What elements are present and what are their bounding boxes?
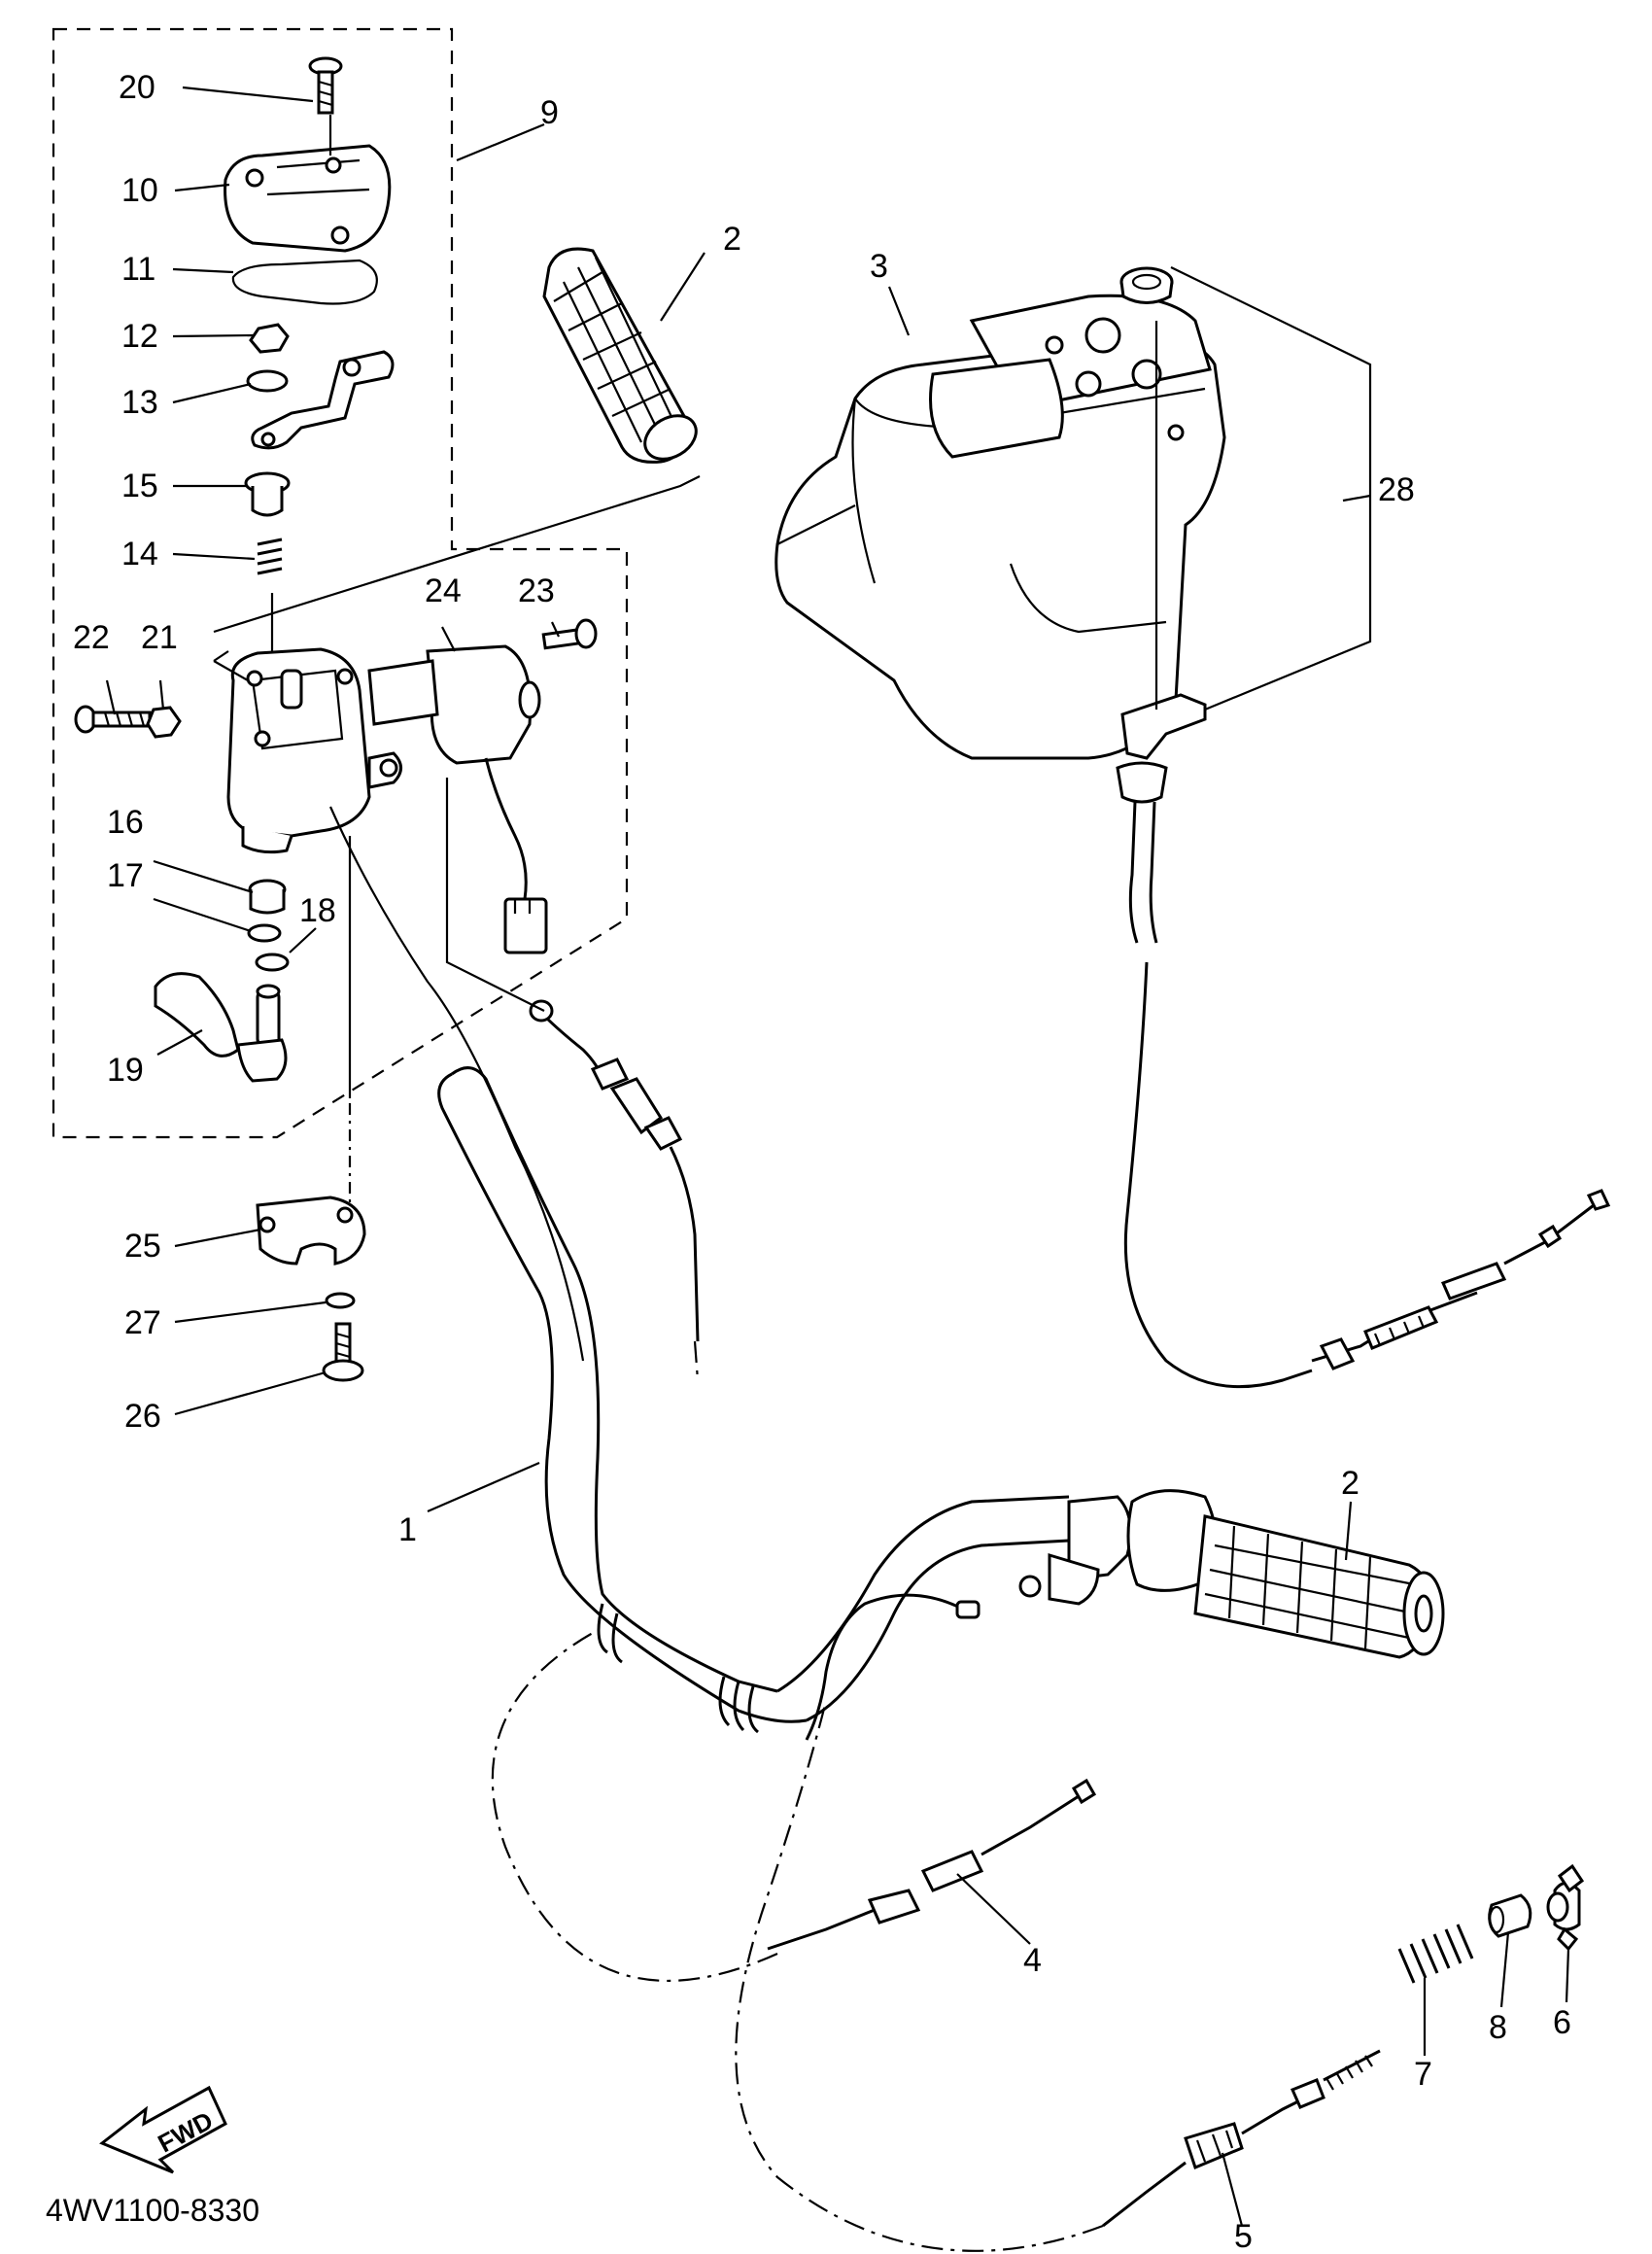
part-4-cable [767,1778,1097,1951]
callout-7: 7 [1414,2056,1432,2093]
part-7-spring [1397,1924,1474,1984]
reference-lines [213,115,1158,1362]
callout-2-upper: 2 [723,221,741,258]
callout-3: 3 [870,248,888,285]
callout-24: 24 [425,572,462,609]
callout-10: 10 [121,172,158,209]
throttle-cable-left [529,999,700,1342]
callout-9: 9 [540,94,559,131]
right-holder-cable [805,1593,963,1741]
routing-line-upper [693,1340,700,1381]
routing-line-4 [491,1632,778,1982]
routing-line-5 [735,1700,1104,2252]
callout-8: 8 [1489,2009,1507,2046]
part-24-switch [367,644,548,954]
callout-6: 6 [1553,2004,1571,2041]
part-13-lever [246,350,395,450]
part-28-cap [1119,266,1174,304]
part-19-throttle-lever [154,972,288,1083]
callout-19: 19 [107,1052,144,1089]
callout-28: 28 [1378,471,1415,508]
callout-18: 18 [299,892,336,929]
callout-4: 4 [1023,1942,1042,1979]
right-lever-holder [1018,1495,1132,1606]
callout-16: 16 [107,804,144,841]
callout-15: 15 [121,468,158,504]
part-16-collar [248,879,287,915]
callout-5: 5 [1234,2218,1253,2254]
part-5-cable [1102,2049,1381,2228]
throttle-housing-body [226,647,402,854]
part-23-screw [541,618,598,650]
leader-lines [105,86,1570,2227]
callout-26: 26 [124,1398,161,1435]
callout-11: 11 [121,251,155,288]
callout-23: 23 [518,572,555,609]
part-10-cover [224,144,392,253]
part-2-grip-upper [542,247,698,464]
callout-22: 22 [73,619,110,656]
part-2-grip-right [1126,1489,1445,1659]
callout-21: 21 [141,619,178,656]
callout-1: 1 [398,1511,417,1548]
diagram-code: 4WV1100-8330 [46,2193,259,2228]
callout-27: 27 [124,1304,161,1341]
callout-25: 25 [124,1228,161,1265]
part-1-handlebar [437,1066,1070,1734]
part-12-nut [249,323,290,354]
throttle-cable-right [1123,961,1611,1389]
part-27-washer [325,1292,356,1309]
part-20-screw [308,56,343,115]
callout-14: 14 [121,536,158,572]
part-6-wing-nut [1546,1863,1585,1952]
part-14-spring [257,537,283,575]
part-8-collar [1488,1893,1532,1938]
part-3-cover-housing [774,294,1226,760]
fwd-arrow: FWD [99,2085,227,2174]
callout-2-lower: 2 [1341,1465,1359,1502]
part-15-bushing [244,471,291,517]
part-26-bolt [322,1322,364,1382]
right-holder-cable-end [955,1600,981,1619]
callout-13: 13 [121,384,158,421]
callout-20: 20 [119,69,155,106]
part-28-cable [1116,693,1207,944]
part-11-gasket [231,259,378,305]
callout-12: 12 [121,318,158,355]
part-25-clamp [256,1196,366,1266]
assembly-boundary [52,27,629,1139]
part-18-washer [255,953,290,972]
callout-17: 17 [107,857,144,894]
part-17-washer [247,923,282,943]
part-21-nut [146,706,182,739]
